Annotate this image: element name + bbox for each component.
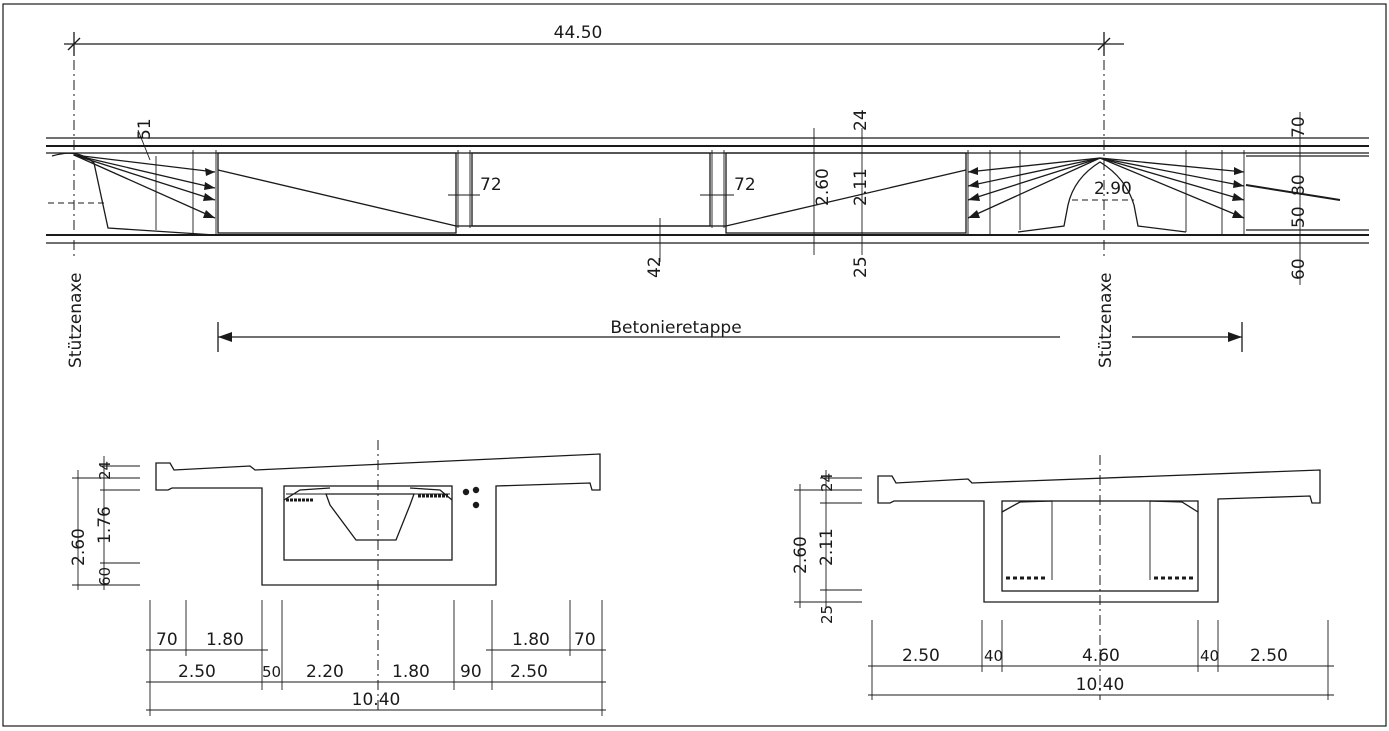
sec-right-r1-460: 4.60 (1082, 646, 1120, 666)
sec-right-dim-25: 25 (818, 605, 836, 624)
duct-1 (462, 488, 470, 496)
longitudinal-elevation: 44.50 (46, 23, 1369, 368)
pour-stage-label: Betonieretappe (610, 318, 741, 338)
dim-80-elev: 80 (1289, 174, 1309, 196)
right-axis-label: Stützenaxe (1096, 273, 1116, 368)
dim-70-elev: 70 (1289, 116, 1309, 138)
span-dimension: 44.50 (64, 23, 1124, 56)
sec-left-dim-60: 60 (96, 567, 114, 586)
sec-right-total: 10.40 (1076, 675, 1125, 695)
dim-72-left: 72 (480, 175, 502, 195)
sec-right-dim-24: 24 (818, 473, 836, 492)
drawing-frame (2, 3, 1387, 727)
dim-24-top: 24 (851, 109, 871, 131)
girder-outline (46, 137, 1369, 244)
dim-60-elev: 60 (1289, 258, 1309, 280)
support-axis-left: Stützenaxe (66, 60, 86, 368)
sec-left-r1-180a: 1.80 (206, 630, 244, 650)
prestress-tendons-left (73, 154, 216, 219)
cross-section-right: 24 2.60 2.11 25 2.50 40 4.60 40 2.50 10.… (791, 455, 1334, 700)
sec-left-r1-180b: 1.80 (512, 630, 550, 650)
sec-left-r2-220: 2.20 (306, 662, 344, 682)
dim-260-elev: 2.60 (813, 168, 833, 206)
prestress-tendons-right (967, 157, 1245, 219)
sec-right-r1-250a: 2.50 (902, 646, 940, 666)
dim-51: 51 (135, 118, 155, 140)
sec-right-r1-250b: 2.50 (1250, 646, 1288, 666)
sec-right-r1-40a: 40 (984, 647, 1003, 665)
sec-left-r1-70a: 70 (156, 630, 178, 650)
sec-left-r1-70b: 70 (574, 630, 596, 650)
sec-left-r2-50: 50 (262, 663, 281, 681)
sec-left-dim-24: 24 (96, 461, 114, 480)
cross-section-left: 24 2.60 1.76 60 70 1.80 1.80 70 2.50 50 … (69, 440, 606, 716)
sec-left-dim-260: 2.60 (69, 528, 89, 566)
sec-left-r2-250a: 2.50 (178, 662, 216, 682)
sec-left-r2-180: 1.80 (392, 662, 430, 682)
sec-left-r2-250b: 2.50 (510, 662, 548, 682)
dim-211-elev: 2.11 (851, 168, 871, 206)
dim-50-elev: 50 (1289, 206, 1309, 228)
dim-42: 42 (645, 256, 665, 278)
dim-25-elev: 25 (851, 256, 871, 278)
sec-left-total: 10.40 (352, 690, 401, 710)
sec-right-r1-40b: 40 (1200, 647, 1219, 665)
sec-left-r2-90: 90 (460, 662, 482, 682)
duct-3 (472, 501, 480, 509)
pour-stage-dimension: Betonieretappe (217, 318, 1243, 352)
sec-right-dim-260: 2.60 (791, 536, 811, 574)
duct-2 (472, 486, 480, 494)
dim-72-right: 72 (734, 175, 756, 195)
elevation-dimensions: 51 24 2.60 2.11 25 72 72 42 2.90 70 80 5… (135, 109, 1309, 285)
span-length-label: 44.50 (554, 23, 603, 43)
left-axis-label: Stützenaxe (66, 273, 86, 368)
sec-left-dim-176: 1.76 (95, 506, 115, 544)
support-axis-right: Stützenaxe (1096, 60, 1116, 368)
sec-right-dim-211: 2.11 (817, 528, 837, 566)
dim-290: 2.90 (1094, 179, 1132, 199)
